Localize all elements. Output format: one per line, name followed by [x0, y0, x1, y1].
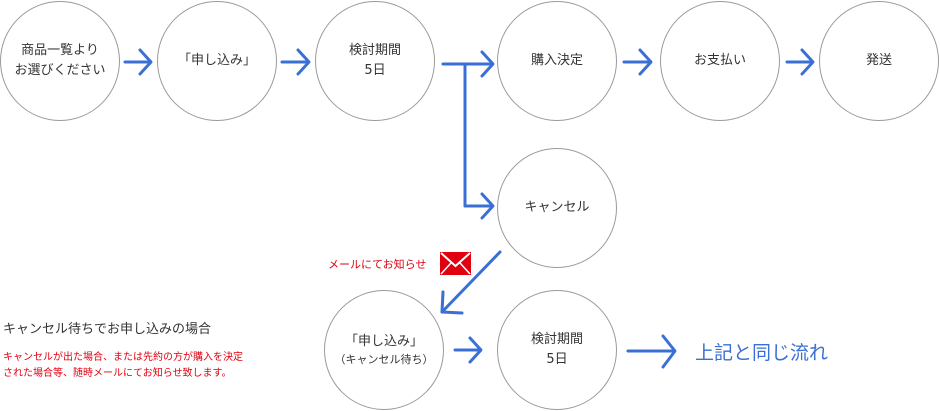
- arrow-bottom-2: [626, 334, 677, 369]
- waitlist-heading: キャンセル待ちでお申し込みの場合: [3, 322, 212, 337]
- step-shipping: 発送: [819, 1, 939, 121]
- step-apply: 「申し込み」: [157, 1, 277, 121]
- mail-notice-label: メールにてお知らせ: [328, 258, 427, 271]
- waitlist-note: キャンセルが出た場合、または先約の方が購入を決定された場合等、随時メールにてお知…: [3, 350, 243, 382]
- note-line: された場合等、随時メールにてお知らせ致します。: [3, 368, 232, 379]
- step-purchase: 購入決定: [497, 1, 617, 121]
- arrow-1: [123, 48, 153, 76]
- step-text: 商品一覧より: [21, 43, 99, 58]
- step-text: 検討期間: [348, 43, 401, 58]
- step-text: 購入決定: [530, 53, 583, 68]
- step-text: 「申し込み」: [177, 53, 256, 68]
- note-line: キャンセルが出た場合、または先約の方が購入を決定: [3, 352, 243, 363]
- arrow-diagonal: [440, 250, 502, 315]
- step-text: お支払い: [693, 53, 746, 68]
- step-select-products: 商品一覧よりお選びください: [0, 1, 120, 121]
- step-payment: お支払い: [660, 1, 780, 121]
- same-flow-label: 上記と同じ流れ: [695, 342, 829, 364]
- arrow-2: [280, 48, 311, 76]
- step-text: キャンセル: [524, 200, 590, 215]
- step-text: 5日: [546, 352, 568, 367]
- step-cancel: キャンセル: [497, 148, 617, 268]
- step-subtext: （キャンセル待ち）: [334, 353, 434, 366]
- step-waitlist-apply: 「申し込み」 （キャンセル待ち）: [324, 290, 444, 410]
- step-text: 「申し込み」: [344, 334, 423, 349]
- arrow-bottom-1: [453, 336, 483, 364]
- mail-icon: [440, 252, 471, 275]
- arrow-4: [622, 48, 653, 76]
- arrow-5: [785, 48, 815, 76]
- step-text: 5日: [364, 63, 386, 78]
- arrow-branch: [441, 50, 495, 220]
- step-text: 発送: [865, 53, 892, 68]
- step-text: 検討期間: [530, 332, 583, 347]
- step-waitlist-review: 検討期間 5日: [497, 290, 617, 410]
- step-text: お選びください: [14, 63, 106, 78]
- step-review: 検討期間 5日: [315, 1, 435, 121]
